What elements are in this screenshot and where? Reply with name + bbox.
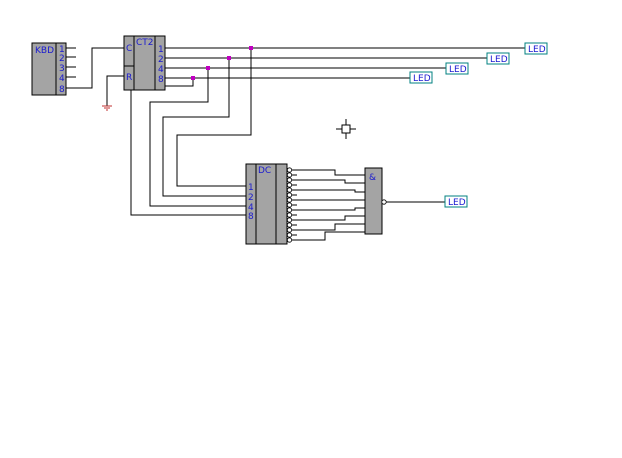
kbd-component[interactable]: KBD 1 2 3 4 8: [31, 42, 67, 96]
wire-dc-out-to-and-in1[interactable]: [297, 169, 365, 176]
kbd-pin-label: 8: [59, 85, 65, 95]
kbd-title: KBD: [35, 46, 54, 56]
dc-output-bubbles: [286, 167, 293, 243]
led-q2[interactable]: LED: [486, 52, 510, 65]
crosshair-cursor-icon: [336, 119, 356, 139]
dc-decoder-component[interactable]: DC 1 2 4 8: [245, 163, 293, 245]
ct2-title: CT2: [136, 38, 154, 48]
ct2-output-label: 1: [158, 45, 164, 55]
wire-kbd8-to-ct2-clock[interactable]: [66, 47, 124, 89]
ground-icon: [102, 105, 112, 111]
ct2-output-label: 2: [158, 55, 164, 65]
ct2-reset-label: R: [126, 73, 132, 83]
ct2-output-label: 4: [158, 65, 164, 75]
ct2-counter-component[interactable]: CT2 C R 1 2 4 8: [123, 35, 166, 91]
kbd-pin-label: 1: [59, 45, 65, 55]
dc-input-label: 2: [248, 193, 254, 203]
wire-q4-to-dc-in4[interactable]: [149, 68, 246, 207]
led-label: LED: [413, 74, 431, 84]
junction-q8: [191, 76, 195, 80]
inverter-bubble-icon: [381, 199, 387, 205]
wire-dc-out-to-and-in2[interactable]: [297, 179, 365, 184]
wire-dc-out-to-and-in3[interactable]: [297, 189, 365, 193]
wire-q1-to-dc-in1[interactable]: [176, 48, 252, 187]
dc-input-label: 8: [248, 212, 254, 222]
led-label: LED: [490, 55, 508, 65]
kbd-pin-label: 2: [59, 54, 65, 64]
and-gate-symbol: &: [369, 173, 376, 183]
led-q8[interactable]: LED: [409, 71, 433, 84]
junctions: [191, 46, 253, 80]
junction-q1: [249, 46, 253, 50]
dc-input-label: 4: [248, 203, 254, 213]
kbd-pin-label: 4: [59, 74, 65, 84]
dc-title: DC: [258, 166, 271, 176]
led-label: LED: [448, 198, 466, 208]
led-and-output[interactable]: LED: [444, 195, 468, 208]
wire-dc-out-to-and-in8[interactable]: [297, 231, 365, 241]
junction-q4: [206, 66, 210, 70]
led-q4[interactable]: LED: [445, 62, 469, 75]
kbd-pin-label: 3: [59, 64, 65, 74]
wire-q2-to-dc-in2[interactable]: [162, 58, 246, 197]
junction-q2: [227, 56, 231, 60]
dc-input-label: 1: [248, 183, 254, 193]
wire-dc-out-to-and-in6[interactable]: [297, 215, 365, 221]
ct2-clock-label: C: [126, 44, 132, 54]
wire-dc-out-to-and-in7[interactable]: [297, 223, 365, 231]
and-gate-component[interactable]: &: [364, 167, 387, 235]
wire-ct2-reset-to-ground[interactable]: [106, 75, 124, 106]
ct2-output-label: 8: [158, 75, 164, 85]
led-label: LED: [528, 45, 546, 55]
dc-output-stubs: [292, 169, 297, 241]
led-label: LED: [449, 65, 467, 75]
wire-dc-out-to-and-in5[interactable]: [297, 207, 365, 211]
led-q1[interactable]: LED: [524, 42, 548, 55]
